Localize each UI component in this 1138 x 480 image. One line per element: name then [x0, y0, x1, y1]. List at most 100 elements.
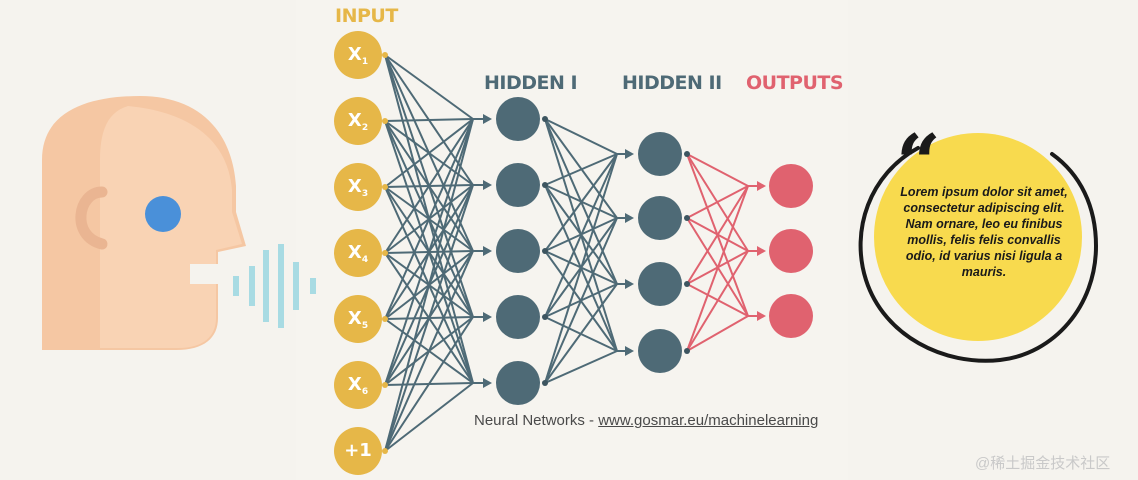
- connection-dot: [684, 281, 690, 287]
- hidden-1-node: [496, 229, 540, 273]
- connection-line: [686, 153, 749, 187]
- connection-line: [544, 153, 618, 384]
- input-node: [334, 295, 382, 343]
- connection-line: [544, 350, 618, 384]
- arrow-head: [483, 246, 492, 256]
- input-node-label: X3: [338, 177, 378, 204]
- connection-line: [686, 185, 749, 352]
- network-panel-background: [296, 0, 848, 480]
- connection-line: [384, 118, 474, 254]
- connection-line: [384, 382, 474, 452]
- connection-line: [384, 118, 474, 452]
- human-head-speaking-icon: [42, 96, 246, 350]
- connection-line: [384, 316, 474, 452]
- eye-icon: [145, 196, 181, 232]
- input-node-label: +1: [338, 441, 378, 461]
- connection-line: [544, 283, 618, 384]
- input-node-subscript: 4: [361, 255, 369, 265]
- connection-dot: [382, 250, 388, 256]
- connection-dot: [684, 348, 690, 354]
- arrow-head: [625, 279, 634, 289]
- connection-dot: [382, 448, 388, 454]
- input-node: [334, 31, 382, 79]
- watermark: @稀土掘金技术社区: [975, 455, 1111, 472]
- arrow-head: [625, 149, 634, 159]
- hidden-1-node: [496, 163, 540, 207]
- connection-line: [544, 217, 618, 384]
- arrow-head: [757, 181, 766, 191]
- connection-line: [384, 54, 474, 120]
- quote-text: Lorem ipsum dolor sit amet, consectetur …: [900, 185, 1068, 279]
- connection-dot: [542, 380, 548, 386]
- arrow-head: [757, 246, 766, 256]
- connection-line: [686, 315, 749, 352]
- hidden-layer-1-title: HIDDEN I: [484, 72, 578, 94]
- input-node-base: X: [347, 308, 362, 329]
- connection-dot: [382, 52, 388, 58]
- caption: Neural Networks - www.gosmar.eu/machinel…: [474, 412, 818, 429]
- output-layer-title: OUTPUTS: [746, 72, 844, 94]
- input-node-subscript: 3: [361, 189, 369, 199]
- connection-line: [544, 153, 618, 252]
- network-connections: [382, 52, 766, 454]
- quote-bubble: [858, 133, 1099, 363]
- connection-dot: [684, 151, 690, 157]
- output-node: [769, 164, 813, 208]
- input-node-subscript: 6: [361, 387, 369, 397]
- input-node-subscript: 5: [361, 321, 369, 331]
- connection-line: [686, 250, 749, 352]
- network-nodes: [334, 31, 813, 475]
- connection-line: [384, 118, 474, 386]
- arrow-head: [625, 346, 634, 356]
- quotation-mark-icon: “: [896, 118, 941, 209]
- hidden-2-node: [638, 196, 682, 240]
- connection-line: [384, 250, 474, 452]
- hidden-2-node: [638, 262, 682, 306]
- svg-text:“: “: [896, 118, 941, 209]
- input-node-label: X5: [338, 309, 378, 336]
- hidden-2-node: [638, 329, 682, 373]
- connection-dot: [542, 314, 548, 320]
- connection-line: [384, 118, 474, 188]
- connection-dot: [382, 118, 388, 124]
- connection-line: [544, 118, 618, 155]
- caption-link[interactable]: www.gosmar.eu/machinelearning: [598, 412, 819, 429]
- input-node-label: X1: [338, 45, 378, 72]
- input-node-base: +1: [344, 440, 372, 461]
- connection-line: [384, 118, 474, 320]
- connection-line: [686, 185, 749, 219]
- hidden-1-node: [496, 97, 540, 141]
- connection-line: [686, 185, 749, 285]
- connection-dot: [542, 116, 548, 122]
- input-node-subscript: 1: [361, 57, 369, 67]
- arrow-head: [483, 312, 492, 322]
- input-node-label: X6: [338, 375, 378, 402]
- input-node-label: X2: [338, 111, 378, 138]
- output-node: [769, 229, 813, 273]
- connection-line: [384, 184, 474, 452]
- hidden-1-node: [496, 295, 540, 339]
- arrow-head: [483, 114, 492, 124]
- connection-dot: [382, 316, 388, 322]
- input-node: [334, 97, 382, 145]
- hidden-2-node: [638, 132, 682, 176]
- arrow-head: [483, 180, 492, 190]
- output-node: [769, 294, 813, 338]
- connection-dot: [542, 182, 548, 188]
- input-node: [334, 361, 382, 409]
- input-node-base: X: [347, 110, 362, 131]
- connection-dot: [684, 215, 690, 221]
- input-node: [334, 427, 382, 475]
- connection-line: [384, 118, 474, 122]
- input-node: [334, 229, 382, 277]
- input-node-subscript: 2: [361, 123, 369, 133]
- connection-dot: [382, 184, 388, 190]
- connection-dot: [542, 248, 548, 254]
- connection-line: [544, 153, 618, 318]
- input-node: [334, 163, 382, 211]
- input-layer-title: INPUT: [335, 5, 398, 27]
- hidden-layer-2-title: HIDDEN II: [622, 72, 722, 94]
- input-node-base: X: [347, 374, 362, 395]
